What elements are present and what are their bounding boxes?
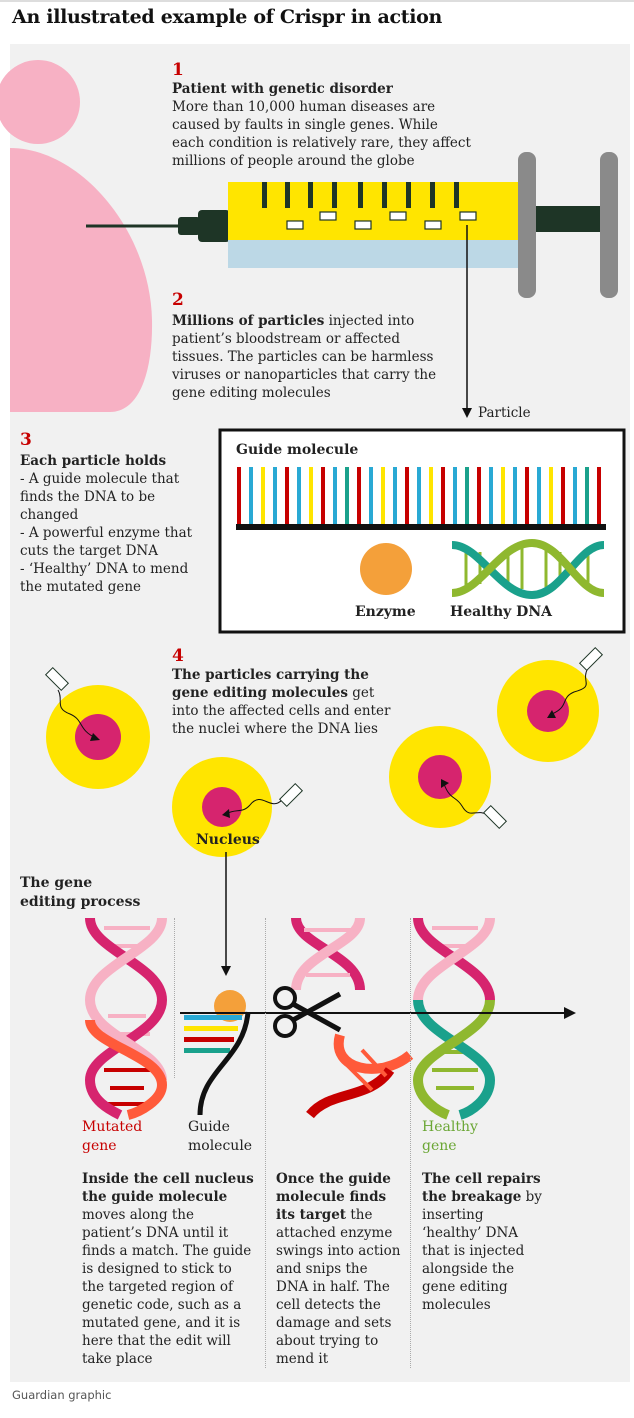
guide-bar — [489, 467, 493, 525]
cell-1-icon — [44, 666, 150, 789]
step-4-number: 4 — [172, 646, 184, 666]
step-4-bold: The particles carrying the gene editing … — [172, 667, 369, 701]
healthy-gene-label: Healthy gene — [422, 1119, 478, 1154]
step-4-body: get into the affected cells and enter th… — [172, 685, 391, 737]
guide-bar — [261, 467, 265, 525]
guide-molecule-backbone — [236, 524, 606, 530]
step-2-bold: Millions of particles — [172, 313, 325, 329]
scissors-icon — [273, 986, 342, 1038]
guide-bar — [417, 467, 421, 525]
process-arrow-icon — [180, 1007, 576, 1019]
divider-3 — [410, 918, 411, 1368]
process-3-bold: The cell repairs the breakage — [422, 1171, 541, 1205]
guide-bar — [381, 467, 385, 525]
process-title: The gene editing process — [20, 875, 141, 910]
guide-molecule-process-icon — [184, 990, 251, 1116]
mutated-gene-label: Mutated gene — [82, 1119, 143, 1154]
mutated-dna-icon — [84, 917, 168, 1120]
page-title: An illustrated example of Crispr in acti… — [12, 6, 443, 28]
divider-2 — [265, 918, 266, 1368]
step-3-item-3: - ‘Healthy’ DNA to mend the mutated gene — [20, 561, 189, 595]
guide-bar — [429, 467, 433, 525]
patient-silhouette-icon — [0, 60, 153, 412]
step-3-text: Each particle holds - A guide molecule t… — [20, 452, 205, 596]
guide-bar — [369, 467, 373, 525]
guide-bar — [249, 467, 253, 525]
step-3-number: 3 — [20, 430, 32, 450]
step-1-number: 1 — [172, 60, 184, 80]
guide-bar — [585, 467, 589, 525]
guide-bar — [393, 467, 397, 525]
guide-bar — [273, 467, 277, 525]
guide-bar — [285, 467, 289, 525]
particle-box — [218, 428, 626, 634]
guide-molecule-label: Guide molecule — [188, 1119, 253, 1154]
guide-bar — [525, 467, 529, 525]
cell-3-icon — [389, 726, 508, 830]
particle-label: Particle — [478, 405, 531, 421]
guide-bar — [309, 467, 313, 525]
guide-bar — [357, 467, 361, 525]
cell-4-icon — [497, 646, 604, 762]
guide-bar — [237, 467, 241, 525]
step-3-heading: Each particle holds — [20, 453, 167, 469]
guide-bar — [297, 467, 301, 525]
guide-bar — [405, 467, 409, 525]
guide-bar — [441, 467, 445, 525]
enzyme-icon — [360, 543, 412, 595]
process-1-text: Inside the cell nucleus the guide molecu… — [82, 1170, 257, 1368]
step-2-body: injected into patient’s bloodstream or a… — [172, 313, 437, 401]
process-1-bold: Inside the cell nucleus the guide molecu… — [82, 1171, 254, 1205]
nucleus-label: Nucleus — [196, 832, 260, 848]
guide-bar — [345, 467, 349, 525]
step-2-number: 2 — [172, 290, 184, 310]
guide-bar — [477, 467, 481, 525]
particle-arrow-icon — [462, 225, 472, 418]
guide-bar — [465, 467, 469, 525]
guide-molecule-icon — [237, 467, 601, 525]
enzyme-label: Enzyme — [355, 604, 416, 620]
process-3-text: The cell repairs the breakage by inserti… — [422, 1170, 542, 1314]
guide-bar — [573, 467, 577, 525]
guide-bar — [513, 467, 517, 525]
healthy-dna-process-icon — [412, 917, 496, 1120]
footer-credit: Guardian graphic — [12, 1388, 112, 1402]
step-1-text: Patient with genetic disorder More than … — [172, 80, 472, 170]
process-2-bold: Once the guide molecule finds its target — [276, 1171, 391, 1223]
divider-1 — [174, 918, 175, 1078]
guide-bar — [321, 467, 325, 525]
step-1-body: More than 10,000 human diseases are caus… — [172, 99, 471, 169]
guide-bar — [453, 467, 457, 525]
step-1-heading: Patient with genetic disorder — [172, 81, 393, 97]
step-4-text: The particles carrying the gene editing … — [172, 666, 392, 738]
process-3-body: by inserting ‘healthy’ DNA that is injec… — [422, 1189, 542, 1313]
step-3-item-2: - A powerful enzyme that cuts the target… — [20, 525, 193, 559]
process-1-body: moves along the patient’s DNA until it f… — [82, 1207, 252, 1367]
cut-dna-icon — [291, 917, 414, 1119]
syringe-icon — [86, 152, 618, 298]
nucleus-arrow-icon — [221, 852, 231, 976]
top-rule — [0, 0, 634, 2]
healthy-dna-label: Healthy DNA — [450, 604, 552, 620]
healthy-dna-icon — [451, 538, 605, 600]
guide-bar — [501, 467, 505, 525]
guide-bar — [597, 467, 601, 525]
guide-bar — [549, 467, 553, 525]
process-2-text: Once the guide molecule finds its target… — [276, 1170, 404, 1368]
process-2-body: the attached enzyme swings into action a… — [276, 1207, 401, 1367]
guide-molecule-box-label: Guide molecule — [236, 442, 359, 458]
guide-bar — [333, 467, 337, 525]
step-3-item-1: - A guide molecule that finds the DNA to… — [20, 471, 180, 523]
cell-2-icon — [172, 757, 304, 857]
guide-bar — [537, 467, 541, 525]
guide-bar — [561, 467, 565, 525]
step-2-text: Millions of particles injected into pati… — [172, 312, 442, 402]
